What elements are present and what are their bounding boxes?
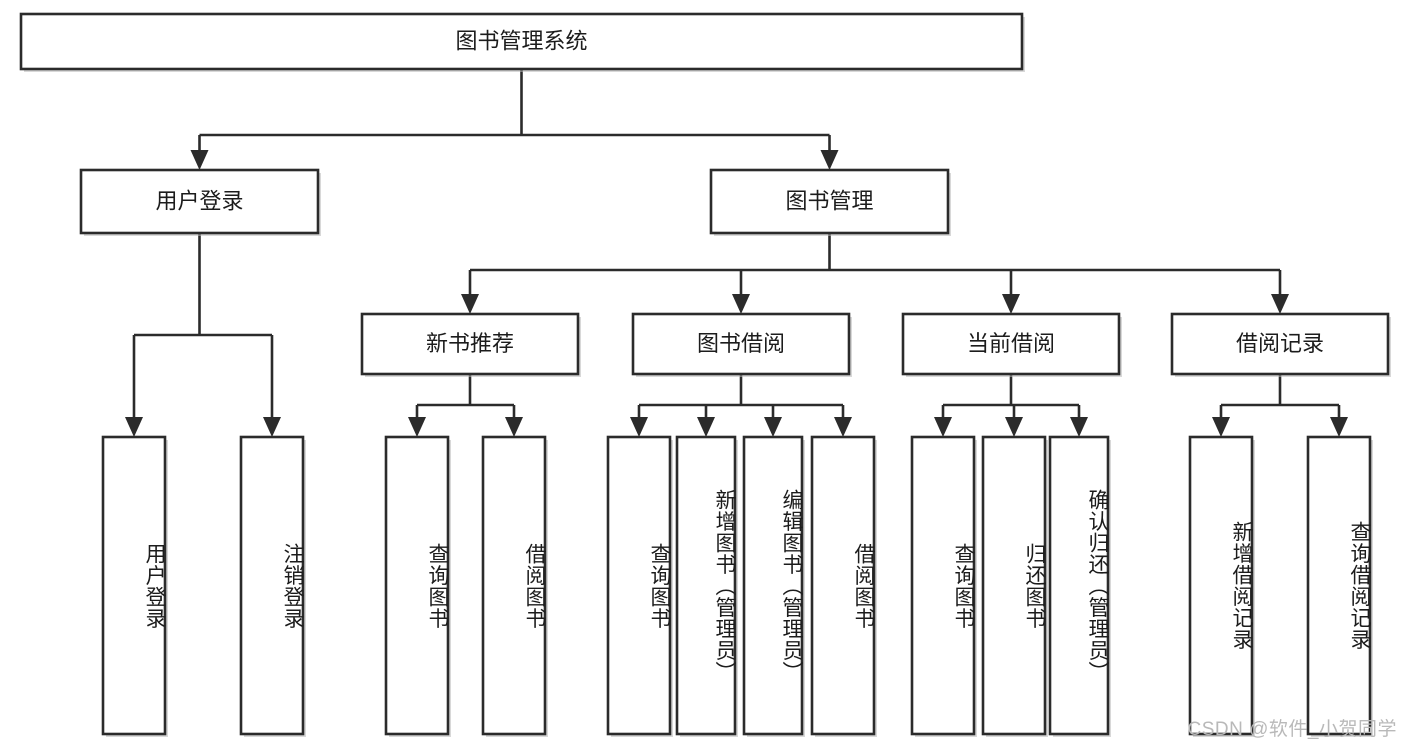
arrow-head [461, 294, 479, 314]
node-box-leaf-logout[interactable] [239, 435, 305, 736]
arrow-head [1005, 417, 1023, 437]
arrow-head [1271, 294, 1289, 314]
node-box-br-add[interactable] [1188, 435, 1254, 736]
node-box-bb-borrow[interactable] [810, 435, 876, 736]
arrow-head [125, 417, 143, 437]
node-label-new-book-rec: 新书推荐 [426, 331, 514, 356]
arrow-head [505, 417, 523, 437]
arrow-head [630, 417, 648, 437]
node-box-borrow-record[interactable] [1170, 312, 1390, 376]
node-box-bb-query[interactable] [606, 435, 672, 736]
node-label-current-borrow: 当前借阅 [967, 331, 1055, 356]
node-label-user-login: 用户登录 [155, 188, 243, 213]
arrow-head [834, 417, 852, 437]
connector-layer [125, 69, 1348, 437]
node-box-bb-add[interactable] [675, 435, 737, 736]
node-box-root[interactable] [19, 12, 1024, 71]
arrow-head [1002, 294, 1020, 314]
node-box-br-query[interactable] [1306, 435, 1372, 736]
arrow-head [263, 417, 281, 437]
arrow-head [1070, 417, 1088, 437]
arrow-head [934, 417, 952, 437]
arrow-head [764, 417, 782, 437]
node-box-cb-return[interactable] [981, 435, 1047, 736]
arrow-head [820, 150, 839, 170]
arrow-head [190, 150, 209, 170]
node-box-cb-query[interactable] [910, 435, 976, 736]
csdn-watermark: CSDN @软件_小贺同学 [1187, 719, 1397, 740]
node-box-book-admin[interactable] [709, 168, 950, 235]
node-label-borrow-record: 借阅记录 [1236, 331, 1324, 356]
arrow-head [1212, 417, 1230, 437]
node-box-bb-edit[interactable] [742, 435, 804, 736]
arrow-head [732, 294, 750, 314]
node-box-user-login[interactable] [79, 168, 320, 235]
arrow-head [1330, 417, 1348, 437]
node-box-current-borrow[interactable] [901, 312, 1121, 376]
node-box-nb-query[interactable] [384, 435, 450, 736]
node-box-book-borrow[interactable] [631, 312, 851, 376]
arrow-head [408, 417, 426, 437]
arrow-head [697, 417, 715, 437]
node-box-layer [19, 12, 1391, 737]
node-box-nb-borrow[interactable] [481, 435, 547, 736]
node-box-new-book-rec[interactable] [360, 312, 580, 376]
node-box-leaf-user-login[interactable] [101, 435, 167, 736]
node-label-book-admin: 图书管理 [785, 188, 873, 213]
node-box-cb-confirm[interactable] [1048, 435, 1110, 736]
node-label-root: 图书管理系统 [455, 28, 587, 53]
node-label-book-borrow: 图书借阅 [697, 331, 785, 356]
